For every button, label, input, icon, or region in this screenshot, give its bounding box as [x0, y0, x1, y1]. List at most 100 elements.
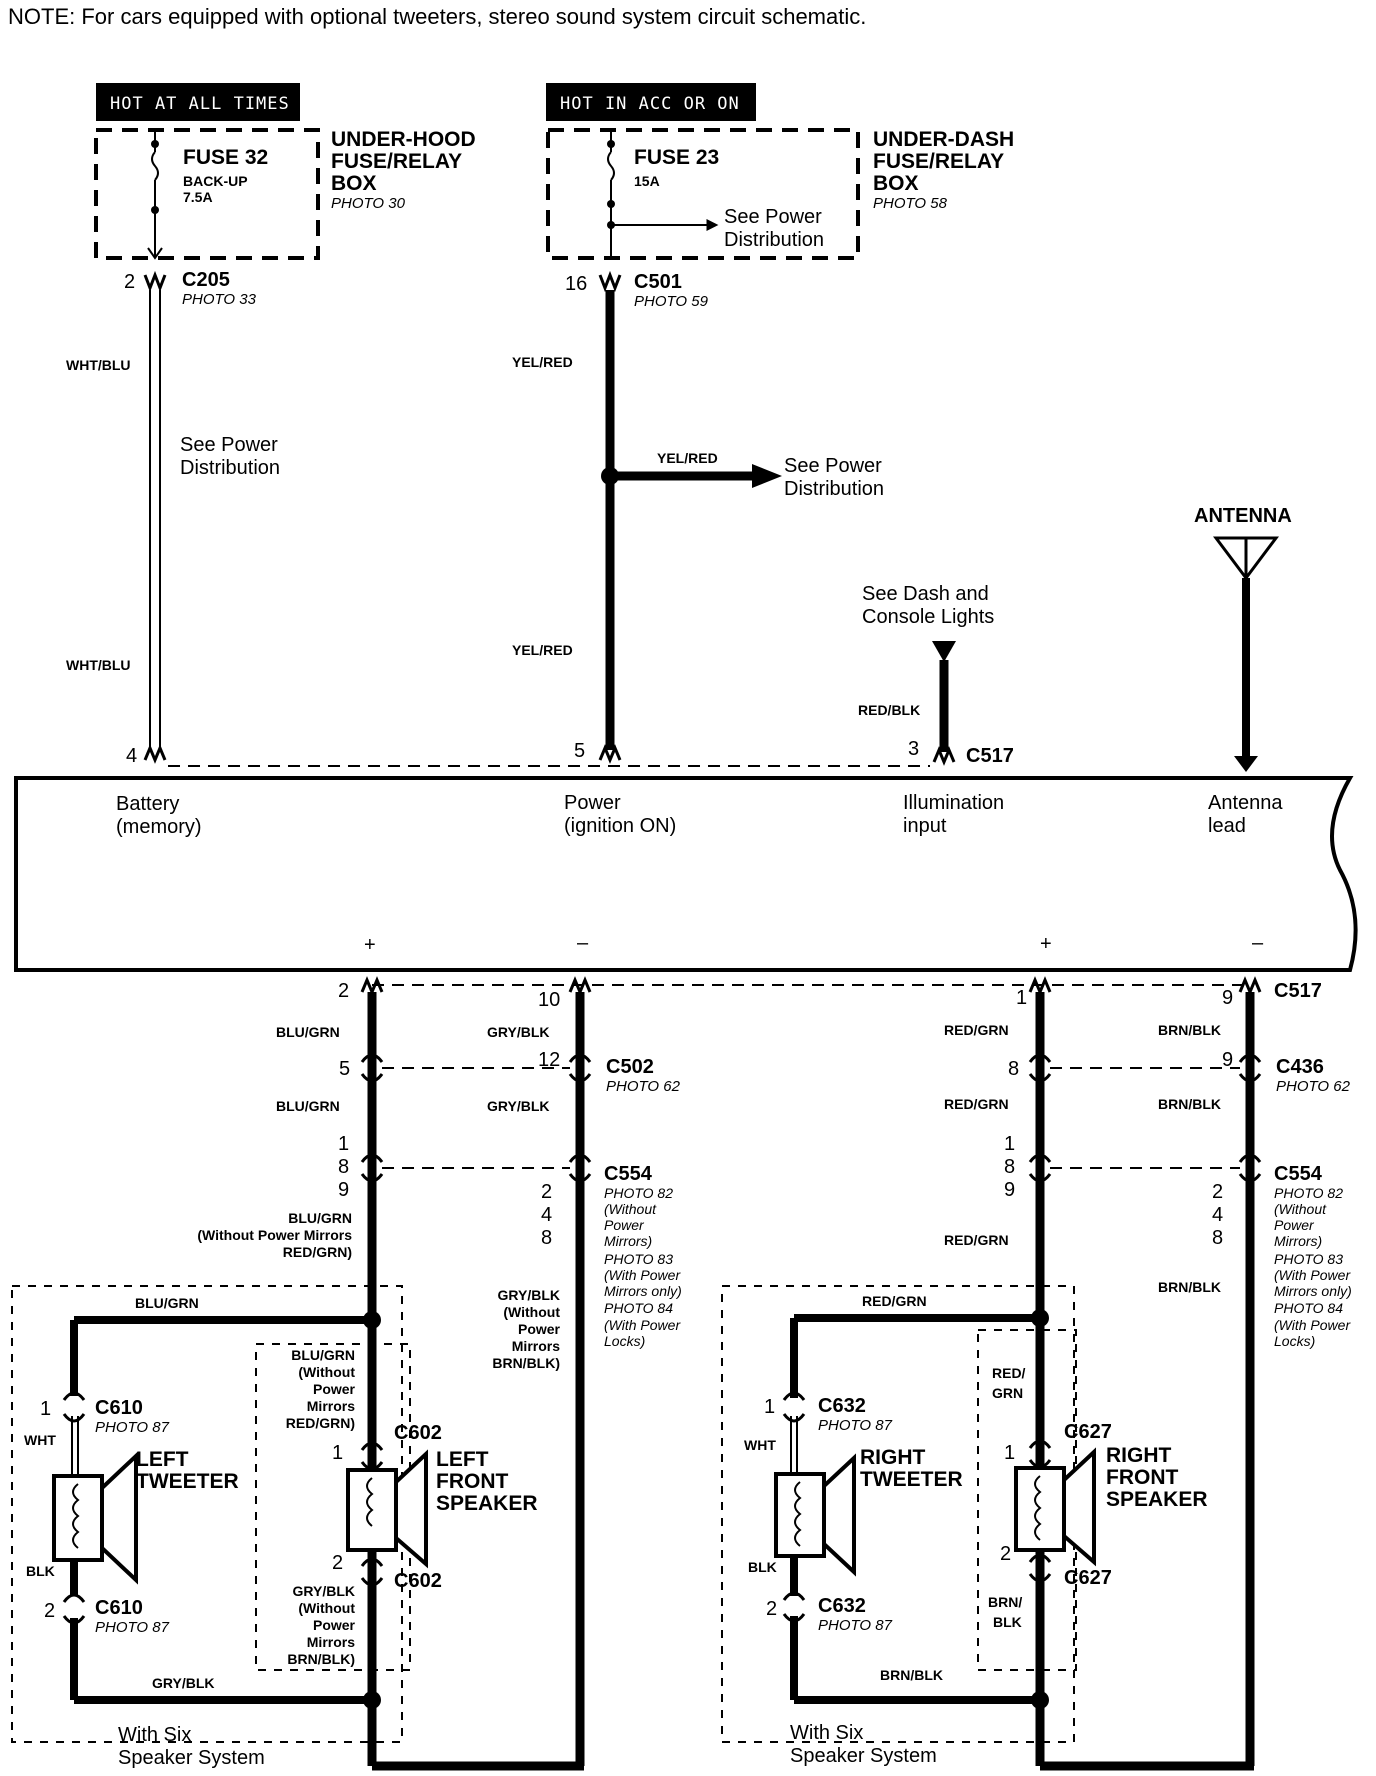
right-pin-b2: 4: [1212, 1204, 1223, 1226]
right-pin-8: 8: [1008, 1058, 1019, 1080]
c632-label-1: C632: [818, 1395, 866, 1417]
note-c-1: BLU/GRN: [291, 1347, 355, 1363]
fuse-32-rating-1: BACK-UP: [183, 173, 248, 189]
c554-left-note-4: Mirrors): [604, 1233, 652, 1249]
see-power-left-1: See Power: [180, 434, 278, 456]
power-label-1: Power: [564, 792, 621, 814]
battery-label-2: (memory): [116, 816, 202, 838]
c627-label-2: C627: [1064, 1567, 1112, 1589]
yel-red-label-2: YEL/RED: [657, 450, 718, 466]
right-pin-9b: 9: [1222, 1049, 1233, 1071]
note-b-4: Mirrors: [512, 1338, 560, 1354]
c554-left-note-9: (With Power: [604, 1317, 681, 1333]
c610-pin-1: 1: [40, 1398, 51, 1420]
red-grn-label-2: RED/GRN: [944, 1096, 1009, 1112]
left-tweeter-icon: [52, 1451, 138, 1585]
minus-right: –: [1252, 932, 1264, 954]
fuse-23-see-power-2: Distribution: [724, 229, 824, 251]
audio-unit: Battery (memory) Power (ignition ON) Ill…: [14, 776, 1358, 972]
note-d-5: BRN/BLK): [287, 1651, 355, 1667]
left-pin-12: 12: [538, 1049, 560, 1071]
c627-pin-1: 1: [1004, 1442, 1015, 1464]
brn-blk-split-1: BRN/: [988, 1594, 1022, 1610]
brn-blk-label-3: BRN/BLK: [1158, 1279, 1221, 1295]
right-pin-1: 1: [1016, 987, 1027, 1009]
c610-photo-1: PHOTO 87: [95, 1419, 170, 1436]
right-front-speaker-label-2: FRONT: [1106, 1466, 1178, 1489]
c502-label: C502: [606, 1056, 654, 1078]
left-pin-b3: 8: [541, 1227, 552, 1249]
right-front-speaker-label-3: SPEAKER: [1106, 1488, 1208, 1511]
c554-right-note-3: Power: [1274, 1217, 1315, 1233]
red-blk-label: RED/BLK: [858, 702, 920, 718]
red-grn-label-4: RED/GRN: [862, 1293, 927, 1309]
under-hood-label-1: UNDER-HOOD: [331, 128, 476, 151]
left-pin-5: 5: [339, 1058, 350, 1080]
left-pin-b1: 2: [541, 1181, 552, 1203]
fuse-box-under-dash: HOT IN ACC OR ON FUSE 23 15A See Power D…: [546, 83, 1014, 260]
c554-left-note-10: Locks): [604, 1333, 645, 1349]
red-grn-split-2: GRN: [992, 1385, 1023, 1401]
fuse-23-rating: 15A: [634, 173, 660, 189]
c632-photo-1: PHOTO 87: [818, 1417, 893, 1434]
six-speaker-right-2: Speaker System: [790, 1745, 937, 1767]
six-speaker-left-2: Speaker System: [118, 1747, 265, 1769]
c632-pin-2: 2: [766, 1598, 777, 1620]
wht-label-left: WHT: [24, 1432, 56, 1448]
see-power-left-2: Distribution: [180, 457, 280, 479]
brn-blk-label-1: BRN/BLK: [1158, 1022, 1221, 1038]
red-grn-label-3: RED/GRN: [944, 1232, 1009, 1248]
c501-photo: PHOTO 59: [634, 293, 709, 310]
brn-blk-label-2: BRN/BLK: [1158, 1096, 1221, 1112]
note-c-2: (Without: [298, 1364, 355, 1380]
c632-label-2: C632: [818, 1595, 866, 1617]
minus-left: –: [577, 932, 589, 954]
left-front-speaker-icon: [346, 1449, 428, 1569]
blu-grn-label-1: BLU/GRN: [276, 1024, 340, 1040]
note-c-5: RED/GRN): [286, 1415, 355, 1431]
blu-grn-label-3: BLU/GRN: [135, 1295, 199, 1311]
six-speaker-left-1: With Six: [118, 1724, 191, 1746]
note-c-3: Power: [313, 1381, 356, 1397]
c205-photo: PHOTO 33: [182, 291, 257, 308]
antenna-label: ANTENNA: [1194, 505, 1292, 527]
under-dash-photo: PHOTO 58: [873, 195, 948, 212]
c632-photo-2: PHOTO 87: [818, 1617, 893, 1634]
c554-right-note-6: (With Power: [1274, 1267, 1351, 1283]
c554-left-note-1: PHOTO 82: [604, 1185, 673, 1201]
c554-right-note-5: PHOTO 83: [1274, 1251, 1343, 1267]
note-b-5: BRN/BLK): [492, 1355, 560, 1371]
c554-right-note-2: (Without: [1274, 1201, 1327, 1217]
c602-pin-2: 2: [332, 1552, 343, 1574]
fuse-32-rating-2: 7.5A: [183, 189, 213, 205]
plus-right: +: [1040, 933, 1052, 955]
right-pin-a3: 9: [1004, 1179, 1015, 1201]
note-a-2: (Without Power Mirrors: [197, 1227, 352, 1243]
right-pin-9: 9: [1222, 987, 1233, 1009]
fuse-23-label: FUSE 23: [634, 146, 719, 169]
wht-blu-label-1: WHT/BLU: [66, 357, 131, 373]
note-d-1: GRY/BLK: [293, 1583, 355, 1599]
right-tweeter-label-1: RIGHT: [860, 1446, 926, 1469]
left-pin-2: 2: [338, 980, 349, 1002]
blk-label-left: BLK: [26, 1563, 55, 1579]
illum-label-2: input: [903, 815, 947, 837]
left-pin-b2: 4: [541, 1204, 552, 1226]
blu-grn-label-2: BLU/GRN: [276, 1098, 340, 1114]
pin-4: 4: [126, 745, 137, 767]
power-label-2: (ignition ON): [564, 815, 676, 837]
note-d-2: (Without: [298, 1600, 355, 1616]
left-tweeter-label-2: TWEETER: [136, 1470, 239, 1493]
c554-left-note-8: PHOTO 84: [604, 1300, 673, 1316]
right-speaker-circuit: 1 9 C517 RED/GRN BRN/BLK 8 9 C436 PHOTO …: [721, 976, 1352, 1771]
six-speaker-right-1: With Six: [790, 1722, 863, 1744]
c501-pin: 16: [565, 273, 587, 295]
plus-left: +: [364, 934, 376, 956]
pin-5: 5: [574, 740, 585, 762]
c517-top-label: C517: [966, 745, 1014, 767]
c205-pin: 2: [124, 271, 135, 293]
right-front-speaker-icon: [1014, 1447, 1096, 1567]
c205-label: C205: [182, 269, 230, 291]
c602-label-2: C602: [394, 1570, 442, 1592]
